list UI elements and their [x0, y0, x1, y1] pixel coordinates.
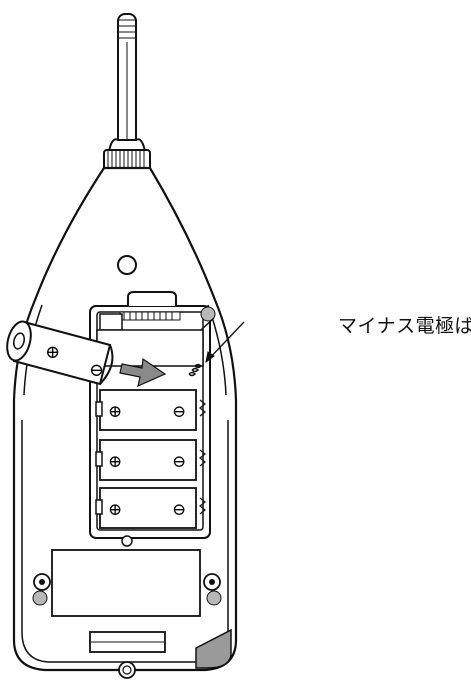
minus-terminal-symbol: ⊖ [172, 402, 186, 422]
battery-row-2: ⊕ ⊖ [95, 439, 206, 481]
callout-leader [205, 321, 245, 364]
bottom-connector [89, 631, 166, 679]
plus-terminal-symbol: ⊕ [108, 452, 122, 472]
body-marker-circle [117, 255, 137, 275]
minus-terminal-symbol: ⊖ [172, 500, 186, 520]
battery-row-3: ⊕ ⊖ [95, 487, 206, 529]
plus-terminal-symbol: ⊕ [45, 342, 60, 363]
negative-spring-callout-label: マイナス電極ばね [338, 315, 471, 337]
bottom-screws [32, 573, 222, 606]
microphone-collar [103, 138, 151, 171]
compartment-bottom-hole [121, 535, 133, 547]
battery-row-1: ⊕ ⊖ [95, 389, 206, 431]
minus-terminal-symbol: ⊖ [89, 360, 104, 381]
insertion-arrow [119, 357, 167, 388]
bottom-label-panel [51, 549, 201, 617]
plus-terminal-symbol: ⊕ [108, 402, 122, 422]
installed-batteries: ⊕ ⊖ ⊕ ⊖ ⊕ ⊖ [95, 389, 206, 529]
microphone-rod [117, 13, 137, 165]
minus-terminal-symbol: ⊖ [172, 452, 186, 472]
battery-being-inserted: ⊕ ⊖ [6, 320, 114, 386]
plus-terminal-symbol: ⊕ [108, 500, 122, 520]
